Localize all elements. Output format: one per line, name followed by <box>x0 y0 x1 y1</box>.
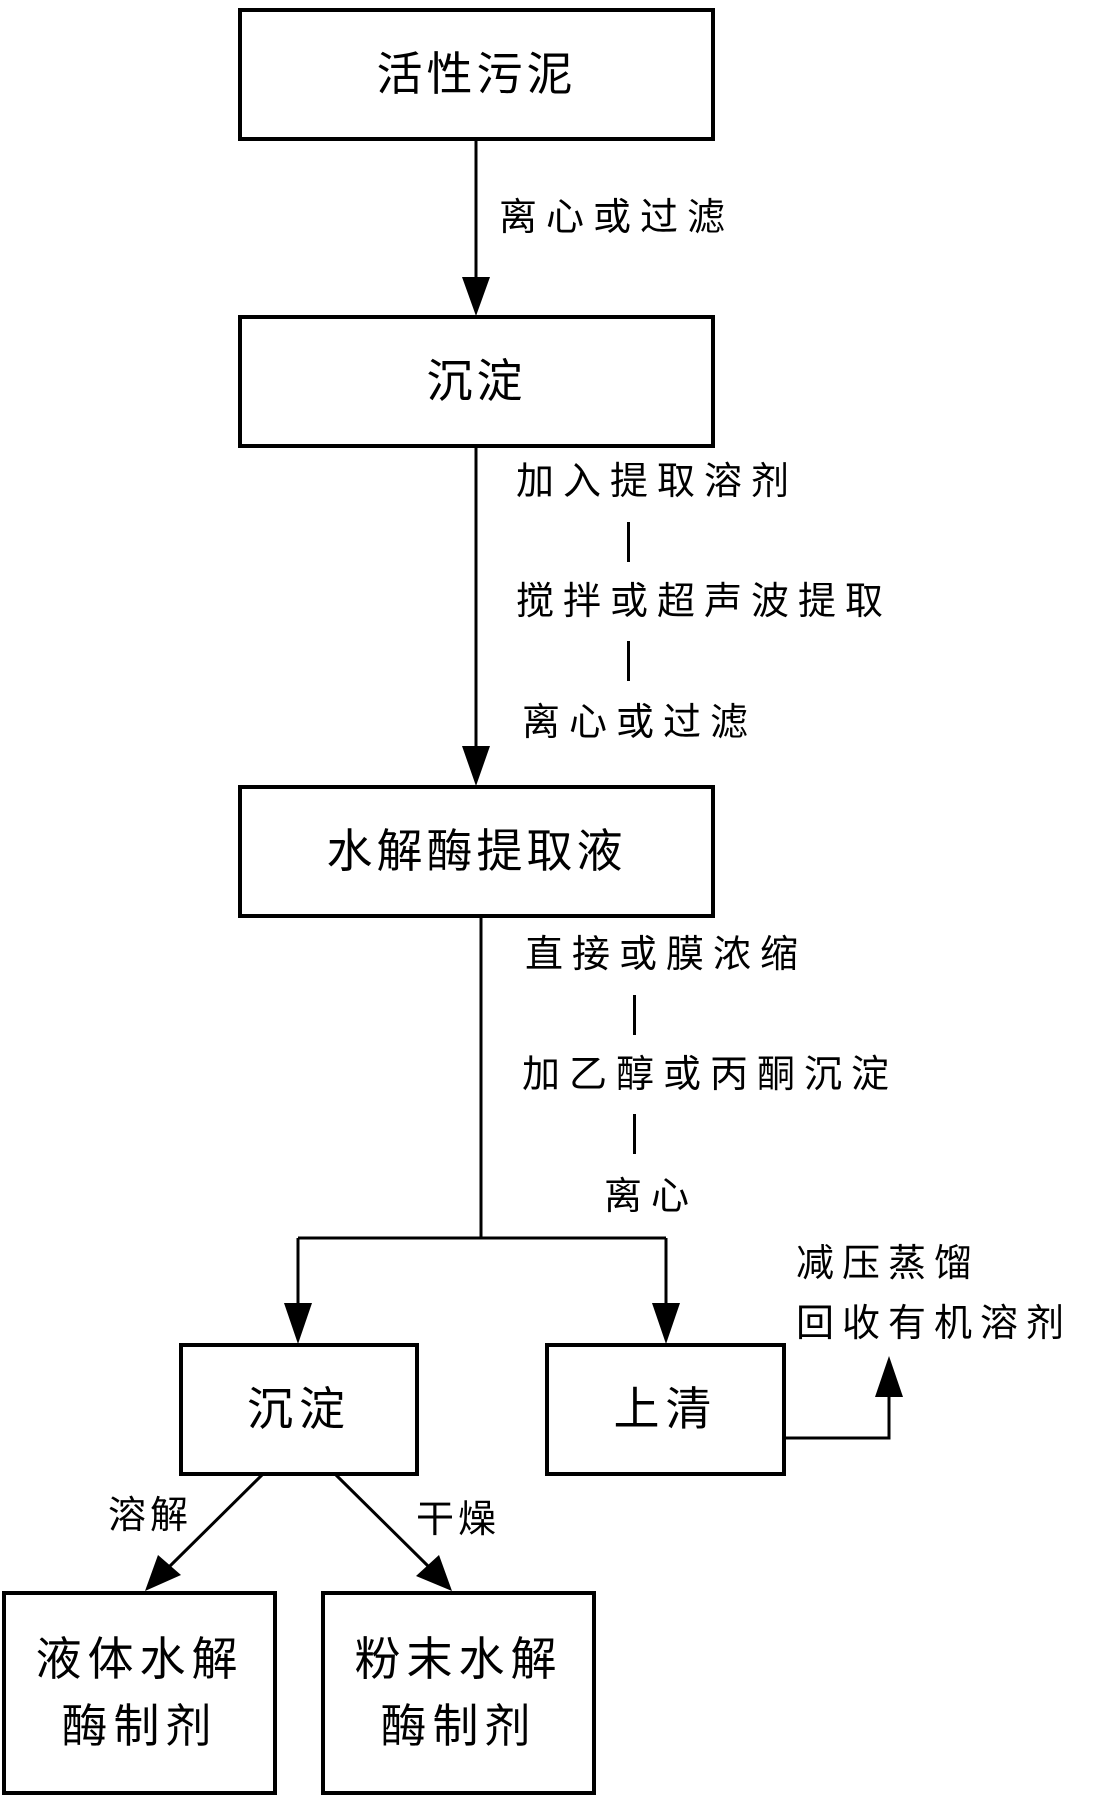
arrowhead-diagonal-icon <box>145 1555 181 1591</box>
node-powder-preparation: 粉末水解 酶制剂 <box>321 1591 596 1795</box>
connector-supernatant-to-recovery <box>784 1395 891 1440</box>
connector-to-powder <box>333 1472 430 1568</box>
step-separator <box>627 641 630 681</box>
node-label-line2: 酶制剂 <box>61 1699 218 1753</box>
node-liquid-preparation: 液体水解 酶制剂 <box>2 1591 277 1795</box>
edge-label-recovery-2: 回收有机溶剂 <box>796 1301 1073 1345</box>
node-label-line1: 液体水解 <box>35 1632 244 1687</box>
arrowhead-up-icon <box>875 1356 903 1397</box>
node-label: 水解酶提取液 <box>326 824 627 879</box>
node-precipitate-2: 沉淀 <box>179 1343 419 1476</box>
edge-label-dissolve: 溶解 <box>108 1493 193 1537</box>
edge-label-step3-a: 直接或膜浓缩 <box>525 932 808 976</box>
edge-label-step2-a: 加入提取溶剂 <box>516 459 799 503</box>
node-hydrolase-extract: 水解酶提取液 <box>238 785 715 918</box>
edge-label-step2-c: 离心或过滤 <box>522 700 758 744</box>
connector-to-liquid <box>168 1472 265 1568</box>
node-label: 沉淀 <box>247 1382 351 1437</box>
edge-label-step1: 离心或过滤 <box>499 195 735 239</box>
step-separator <box>633 1114 636 1154</box>
node-label-line1: 粉末水解 <box>354 1632 563 1687</box>
node-label-line2: 酶制剂 <box>380 1699 537 1753</box>
node-label: 活性污泥 <box>376 47 577 102</box>
edge-label-step3-b: 加乙醇或丙酮沉淀 <box>522 1052 899 1096</box>
arrowhead-down-icon <box>284 1303 312 1344</box>
step-separator <box>627 522 630 562</box>
edge-label-step2-b: 搅拌或超声波提取 <box>516 579 893 623</box>
step-separator <box>633 995 636 1035</box>
node-label: 沉淀 <box>426 354 527 409</box>
node-label: 上清 <box>613 1382 718 1437</box>
arrowhead-diagonal-icon <box>416 1555 452 1591</box>
edge-label-recovery-1: 减压蒸馏 <box>796 1241 981 1285</box>
edge-label-step3-c: 离心 <box>604 1174 699 1218</box>
arrowhead-down-icon <box>652 1303 680 1344</box>
arrowhead-down-icon <box>462 277 490 316</box>
arrowhead-down-icon <box>462 746 490 786</box>
edge-label-dry: 干燥 <box>416 1497 501 1541</box>
node-supernatant: 上清 <box>545 1343 786 1476</box>
node-precipitate-1: 沉淀 <box>238 315 715 448</box>
node-activated-sludge: 活性污泥 <box>238 8 715 141</box>
